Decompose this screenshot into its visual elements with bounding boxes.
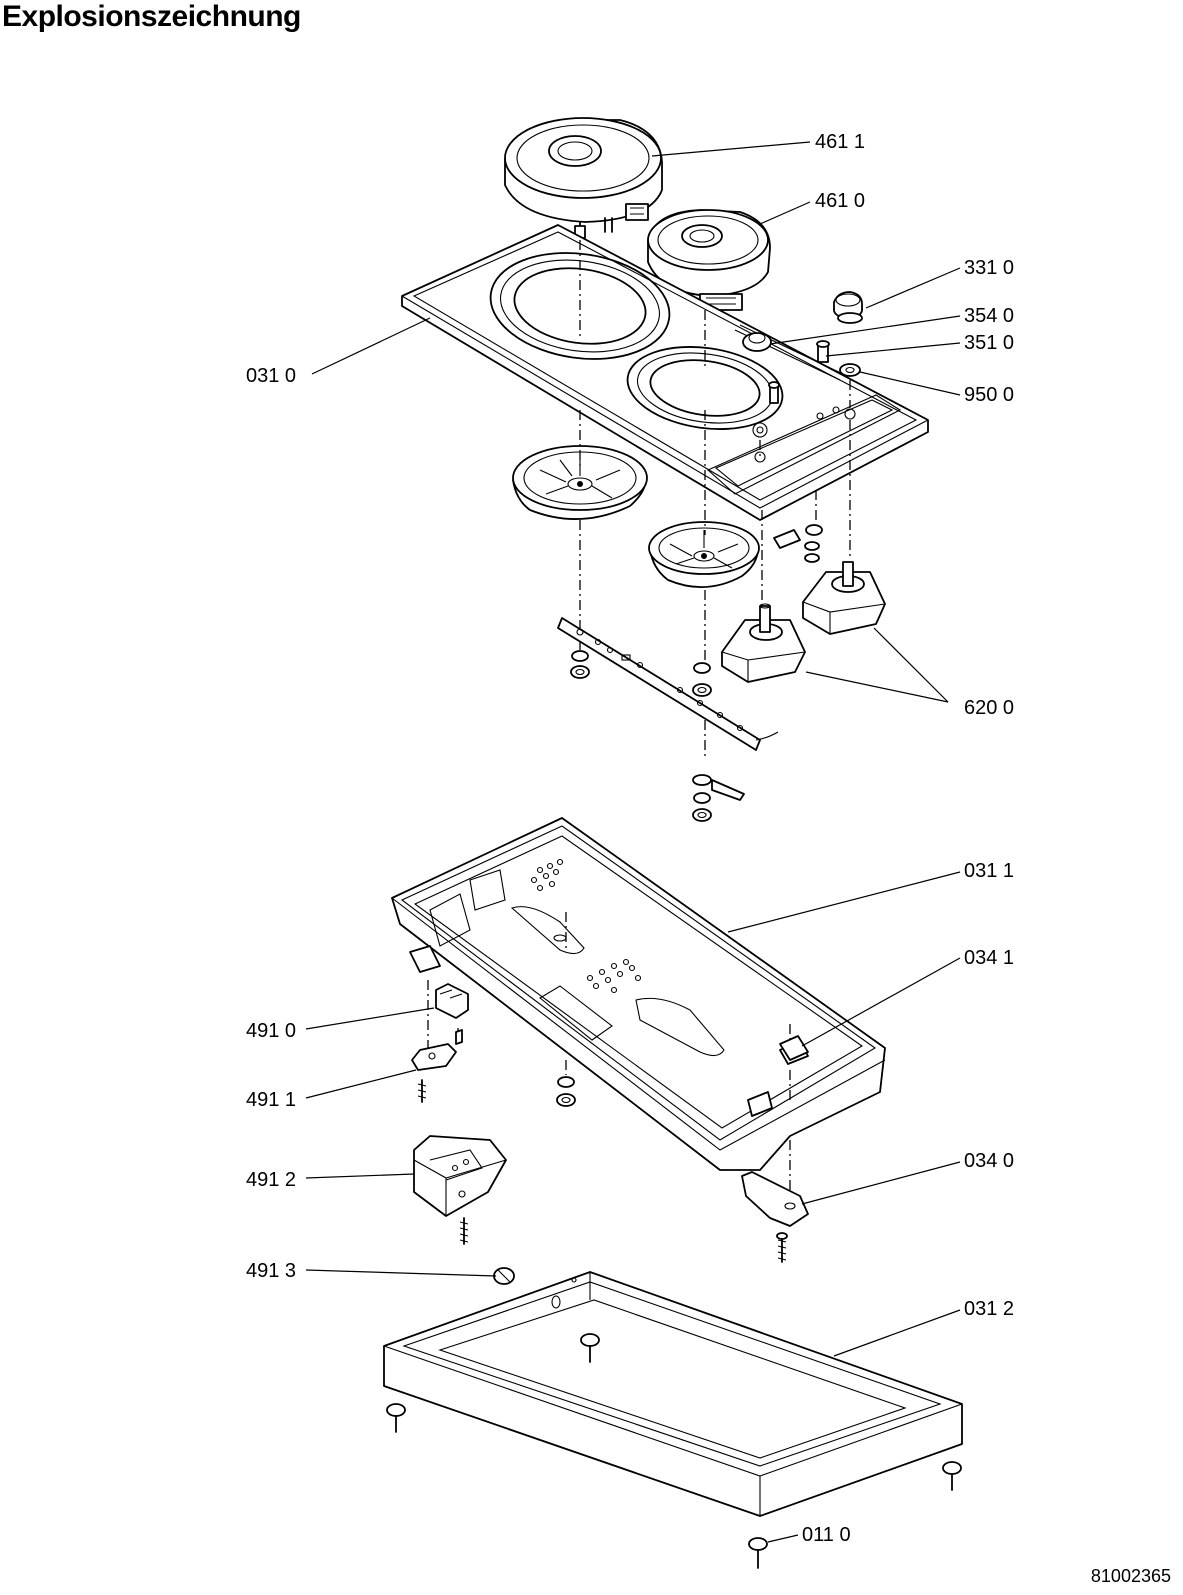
reflector-bowl-small (648, 521, 760, 589)
hex-nuts-lower (556, 1076, 576, 1107)
label-461-0: 461 0 (815, 190, 865, 212)
assembly-axis-lines-upper (579, 240, 851, 760)
label-011-0: 011 0 (802, 1524, 851, 1546)
label-354-0: 354 0 (964, 305, 1014, 327)
control-knob (833, 291, 863, 324)
label-351-0: 351 0 (964, 332, 1014, 354)
hob-top-plate (401, 224, 929, 521)
label-491-3: 491 3 (246, 1260, 296, 1282)
washer (839, 363, 861, 377)
label-950-0: 950 0 (964, 384, 1014, 406)
label-034-0: 034 0 (964, 1150, 1014, 1172)
part-labels: 461 1 461 0 331 0 354 0 351 0 031 0 950 … (246, 131, 1014, 1546)
label-031-2: 031 2 (964, 1298, 1014, 1320)
label-034-1: 034 1 (964, 947, 1014, 969)
label-491-0: 491 0 (246, 1020, 296, 1042)
document-number: 81002365 (1090, 1566, 1171, 1586)
label-461-1: 461 1 (815, 131, 865, 153)
label-491-2: 491 2 (246, 1169, 296, 1191)
energy-regulator-left (721, 603, 806, 683)
small-knob (742, 332, 772, 352)
terminal-clips (773, 524, 823, 563)
mounting-bracket (741, 1171, 809, 1263)
rubber-feet (386, 1333, 962, 1569)
terminal-block (409, 945, 469, 1103)
hotplate-large (504, 117, 663, 239)
mounting-bar (557, 617, 779, 751)
base-frame (383, 1271, 963, 1517)
page-title: Explosionszeichnung (2, 0, 301, 33)
hex-nuts-upper (570, 650, 745, 822)
bracket-clip (779, 1035, 809, 1061)
label-031-1: 031 1 (964, 860, 1014, 882)
reflector-bowl-large (512, 445, 648, 520)
label-620-0: 620 0 (964, 697, 1014, 719)
terminal-cover (413, 1135, 507, 1245)
label-331-0: 331 0 (964, 257, 1014, 279)
energy-regulator-right (802, 561, 886, 635)
cable-grommet (493, 1267, 515, 1285)
label-491-1: 491 1 (246, 1089, 296, 1111)
pilot-lamp (768, 340, 830, 404)
label-031-0: 031 0 (246, 365, 296, 387)
leader-lines (305, 141, 961, 1543)
